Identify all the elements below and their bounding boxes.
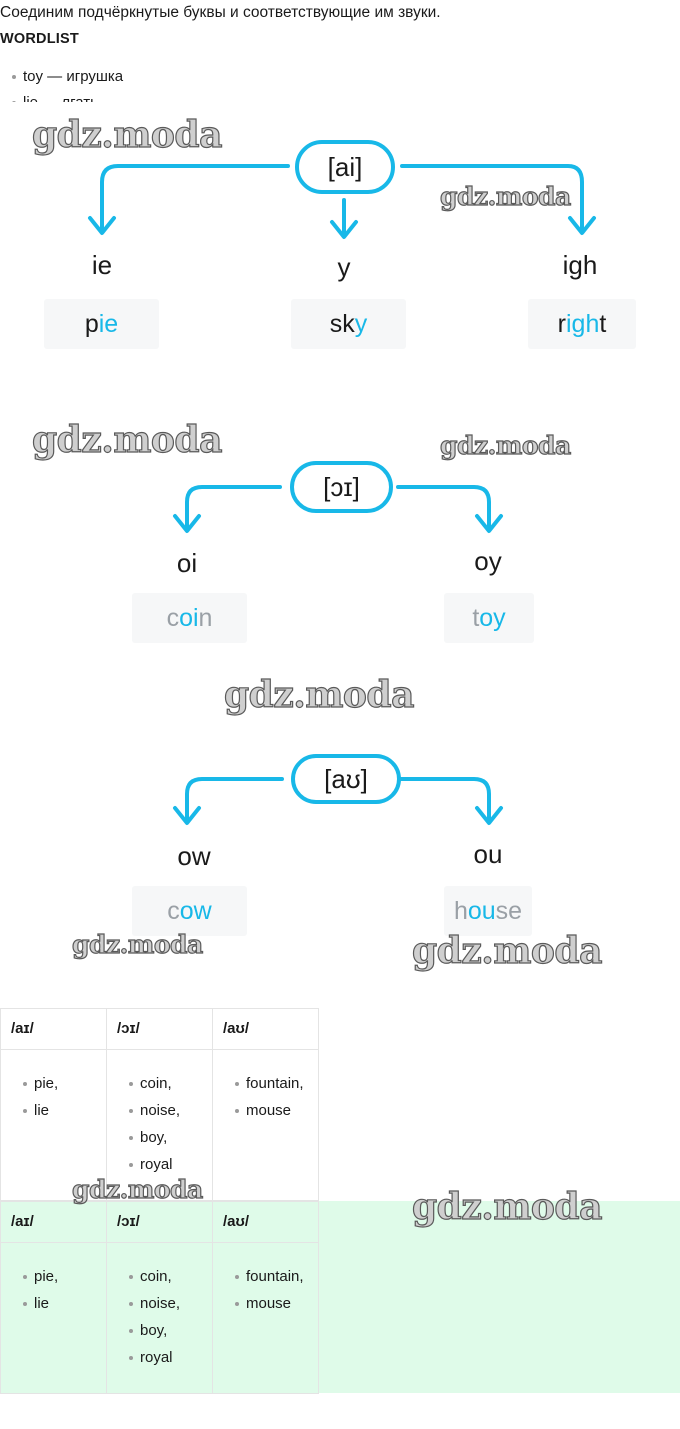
word-letters: p [84,309,99,338]
word-letters: se [495,896,523,925]
letters-igh: igh [562,250,598,280]
letters-oi: oi [176,548,198,578]
table-cell: fountain, mouse [212,1049,319,1201]
table-header: /ɔɪ/ [106,1201,213,1243]
table-header: /aʊ/ [212,1201,319,1243]
word-letters: h [453,896,468,925]
table-header: /ɔɪ/ [106,1008,213,1050]
list-item: boy, [129,1317,212,1344]
table-header: /aɪ/ [0,1201,107,1243]
wordlist-title: WORDLIST [0,31,79,47]
list-item: coin, [129,1263,212,1290]
watermark: gdz.moda [71,1174,203,1204]
word-letters: c [166,603,180,632]
watermark: gdz.moda [31,113,223,156]
word-letters: sk [329,309,355,338]
highlighted-letters: oy [479,603,506,632]
list-item: mouse [235,1290,318,1317]
table-cell: fountain, mouse [212,1242,319,1394]
watermark: gdz.moda [439,430,571,460]
instruction-text: Соединим подчёркнутые буквы и соответств… [0,4,441,21]
letters-ou: ou [473,839,503,869]
letters-ow: ow [177,841,211,871]
list-item: mouse [235,1097,318,1124]
highlighted-letters: ie [98,309,119,338]
letters-oy: oy [474,546,502,576]
watermark: gdz.moda [31,418,223,461]
highlighted-letters: ow [179,896,212,925]
word-letters: n [198,603,213,632]
list-item: royal [129,1151,212,1178]
table-cell: pie, lie [0,1242,107,1394]
wordlist-item: toy — игрушка [12,64,212,90]
list-item: coin, [129,1070,212,1097]
wordlist-item-text: lie — лгать [23,94,98,102]
sound-oi: [ɔɪ] [290,461,393,513]
list-item: fountain, [235,1070,318,1097]
wordlist-item-text: toy — игрушка [23,68,124,85]
list-item: fountain, [235,1263,318,1290]
list-item: noise, [129,1290,212,1317]
watermark: gdz.moda [71,929,203,959]
list-item: pie, [23,1070,106,1097]
wordlist: toy — игрушка lie — лгать [12,64,212,102]
list-item: royal [129,1344,212,1371]
watermark: gdz.moda [411,1185,603,1228]
sounds-table: /aɪ/ /ɔɪ/ /aʊ/ pie, lie coin, noise, boy… [0,1008,319,1201]
highlighted-letters: ou [467,896,496,925]
list-item: lie [23,1290,106,1317]
highlighted-letters: oi [179,603,199,632]
wordlist-item: lie — лгать [12,90,212,102]
list-item: noise, [129,1097,212,1124]
list-item: lie [23,1097,106,1124]
letters-y: y [337,252,351,282]
word-letters: t [599,309,607,338]
bullet-icon [12,101,16,102]
table-header: /aʊ/ [212,1008,319,1050]
connector-arrows [88,164,596,825]
bullet-icon [12,75,16,80]
watermark: gdz.moda [439,181,571,211]
word-letters: t [472,603,480,632]
table-header: /aɪ/ [0,1008,107,1050]
highlighted-letters: igh [566,309,600,338]
word-letters: r [557,309,566,338]
watermark: gdz.moda [223,673,415,716]
table-cell: coin, noise, boy, royal [106,1049,213,1201]
list-item: pie, [23,1263,106,1290]
highlighted-letters: y [354,309,368,338]
watermark: gdz.moda [411,929,603,972]
table-cell: pie, lie [0,1049,107,1201]
answer-table: /aɪ/ /ɔɪ/ /aʊ/ pie, lie coin, noise, boy… [0,1201,319,1394]
sound-au: [aʊ] [291,754,401,804]
letters-ie: ie [91,250,113,280]
list-item: boy, [129,1124,212,1151]
arrow-line [100,164,290,234]
word-letters: c [167,896,180,925]
table-cell: coin, noise, boy, royal [106,1242,213,1394]
sound-ai: [ai] [295,140,395,194]
